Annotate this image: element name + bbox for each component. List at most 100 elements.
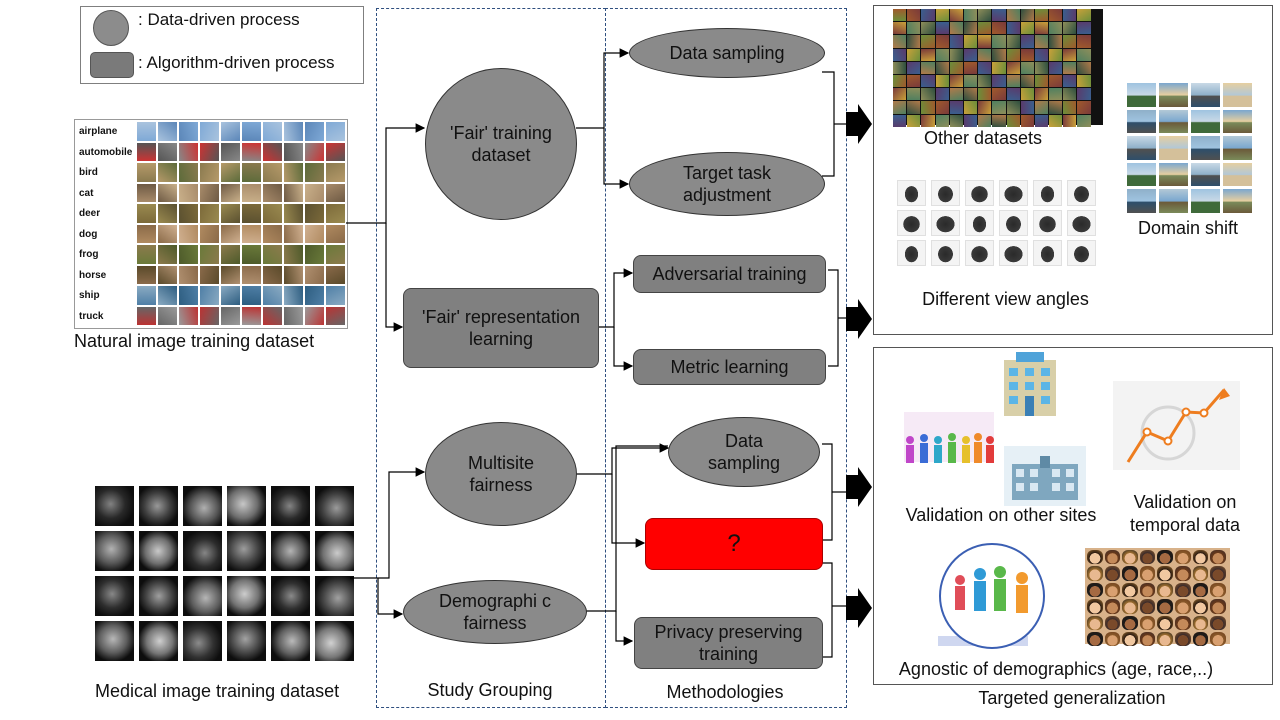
- other-dataset-thumbnail: [1063, 74, 1077, 88]
- other-dataset-thumbnail: [1063, 101, 1077, 114]
- other-dataset-thumbnail: [978, 101, 992, 114]
- faces-grid: [1087, 550, 1228, 647]
- other-dataset-thumbnail: [907, 35, 921, 48]
- other-dataset-thumbnail: [1006, 74, 1020, 88]
- cifar-thumbnail: [200, 204, 219, 223]
- algorithm-driven-legend-symbol: [90, 52, 134, 78]
- cifar-thumbnail: [179, 163, 198, 182]
- face-icon: [1122, 599, 1138, 614]
- other-dataset-thumbnail: [1063, 35, 1077, 48]
- other-dataset-thumbnail: [907, 114, 921, 127]
- other-dataset-thumbnail: [949, 88, 963, 101]
- other-dataset-thumbnail: [1063, 114, 1077, 127]
- other-dataset-thumbnail: [1077, 35, 1091, 48]
- cifar-thumbnail: [221, 122, 240, 141]
- cifar-thumbnail: [326, 286, 345, 305]
- cifar-thumbnail: [284, 204, 303, 223]
- cifar-thumbnail: [284, 245, 303, 264]
- cifar-thumbnail: [305, 163, 324, 182]
- other-dataset-thumbnail: [1006, 35, 1020, 48]
- cifar-class-label: airplane: [79, 126, 118, 137]
- cifar-thumbnail: [284, 183, 303, 202]
- cifar-thumbnail: [158, 306, 177, 325]
- cifar-thumbnail: [221, 224, 240, 243]
- face-icon: [1192, 631, 1209, 647]
- other-dataset-thumbnail: [978, 61, 992, 74]
- data-sampling-node-2: Data sampling: [668, 417, 820, 487]
- cifar-thumbnail: [242, 265, 261, 284]
- other-dataset-thumbnail: [921, 114, 935, 127]
- face-icon: [1157, 615, 1173, 630]
- adversarial-training-node: Adversarial training: [633, 255, 826, 293]
- other-dataset-thumbnail: [893, 48, 907, 61]
- view-angle-thumbnail: [897, 180, 926, 206]
- cifar-thumbnail: [284, 122, 303, 141]
- domain-shift-thumbnail: [1127, 109, 1156, 133]
- view-angle-thumbnail: [931, 180, 960, 206]
- other-dataset-thumbnail: [935, 35, 949, 48]
- cifar-thumbnail: [137, 224, 156, 243]
- other-dataset-thumbnail: [978, 9, 992, 22]
- cifar-thumbnail: [179, 245, 198, 264]
- other-dataset-thumbnail: [963, 35, 978, 48]
- other-dataset-thumbnail: [907, 9, 921, 22]
- other-dataset-thumbnail: [949, 74, 963, 88]
- other-dataset-thumbnail: [1006, 114, 1020, 127]
- other-dataset-thumbnail: [907, 61, 921, 74]
- view-angle-thumbnail: [999, 240, 1028, 266]
- face-icon: [1104, 582, 1121, 598]
- face-icon: [1157, 631, 1173, 647]
- other-dataset-thumbnail: [935, 22, 949, 35]
- cifar-thumbnail: [326, 122, 345, 141]
- other-dataset-thumbnail: [893, 114, 907, 127]
- cifar-thumbnails: [137, 122, 345, 325]
- other-dataset-thumbnail: [949, 114, 963, 127]
- face-icon: [1104, 615, 1121, 630]
- cifar-thumbnail: [137, 306, 156, 325]
- other-dataset-thumbnail: [893, 101, 907, 114]
- medical-scan-thumbnail: [139, 576, 178, 616]
- methodologies-column: [605, 8, 847, 708]
- other-dataset-thumbnail: [992, 61, 1006, 74]
- cifar-thumbnail: [326, 245, 345, 264]
- cifar-thumbnail: [158, 224, 177, 243]
- medical-scan-thumbnail: [315, 486, 354, 526]
- target-task-adjustment-node: Target task adjustment: [629, 152, 825, 216]
- cifar-thumbnail: [200, 163, 219, 182]
- other-dataset-thumbnail: [1063, 48, 1077, 61]
- cifar-thumbnail: [242, 122, 261, 141]
- other-dataset-thumbnail: [949, 35, 963, 48]
- demographic-fairness-node: Demographi c fairness: [403, 580, 587, 644]
- other-dataset-thumbnail: [949, 101, 963, 114]
- cifar-thumbnail: [326, 204, 345, 223]
- cifar-thumbnail: [263, 142, 282, 161]
- metric-learning-node: Metric learning: [633, 349, 826, 385]
- other-dataset-thumbnail: [963, 9, 978, 22]
- cifar-thumbnail: [221, 306, 240, 325]
- cifar-thumbnail: [179, 265, 198, 284]
- cifar-thumbnail: [242, 245, 261, 264]
- data-sampling-node-1: Data sampling: [629, 28, 825, 78]
- other-dataset-thumbnail: [992, 74, 1006, 88]
- other-dataset-thumbnail: [1049, 101, 1063, 114]
- other-dataset-thumbnail: [949, 22, 963, 35]
- cifar-thumbnail: [326, 163, 345, 182]
- cifar-thumbnail: [284, 163, 303, 182]
- cifar-thumbnail: [263, 204, 282, 223]
- cifar-thumbnail: [242, 224, 261, 243]
- other-dataset-thumbnail: [1049, 9, 1063, 22]
- cifar-thumbnail: [305, 306, 324, 325]
- other-dataset-thumbnail: [907, 74, 921, 88]
- cifar-thumbnail: [158, 122, 177, 141]
- domain-shift-thumbnail: [1159, 109, 1188, 133]
- privacy-preserving-training-node: Privacy preserving training: [634, 617, 823, 669]
- cifar-thumbnail: [200, 265, 219, 284]
- face-icon: [1087, 599, 1103, 614]
- cifar-thumbnail: [137, 142, 156, 161]
- cifar-thumbnail: [137, 245, 156, 264]
- cifar-thumbnail: [326, 183, 345, 202]
- targeted-generalization-caption: Targeted generalization: [978, 688, 1166, 708]
- other-dataset-thumbnail: [921, 61, 935, 74]
- face-icon: [1210, 566, 1226, 581]
- domain-shift-label: Domain shift: [1137, 218, 1239, 238]
